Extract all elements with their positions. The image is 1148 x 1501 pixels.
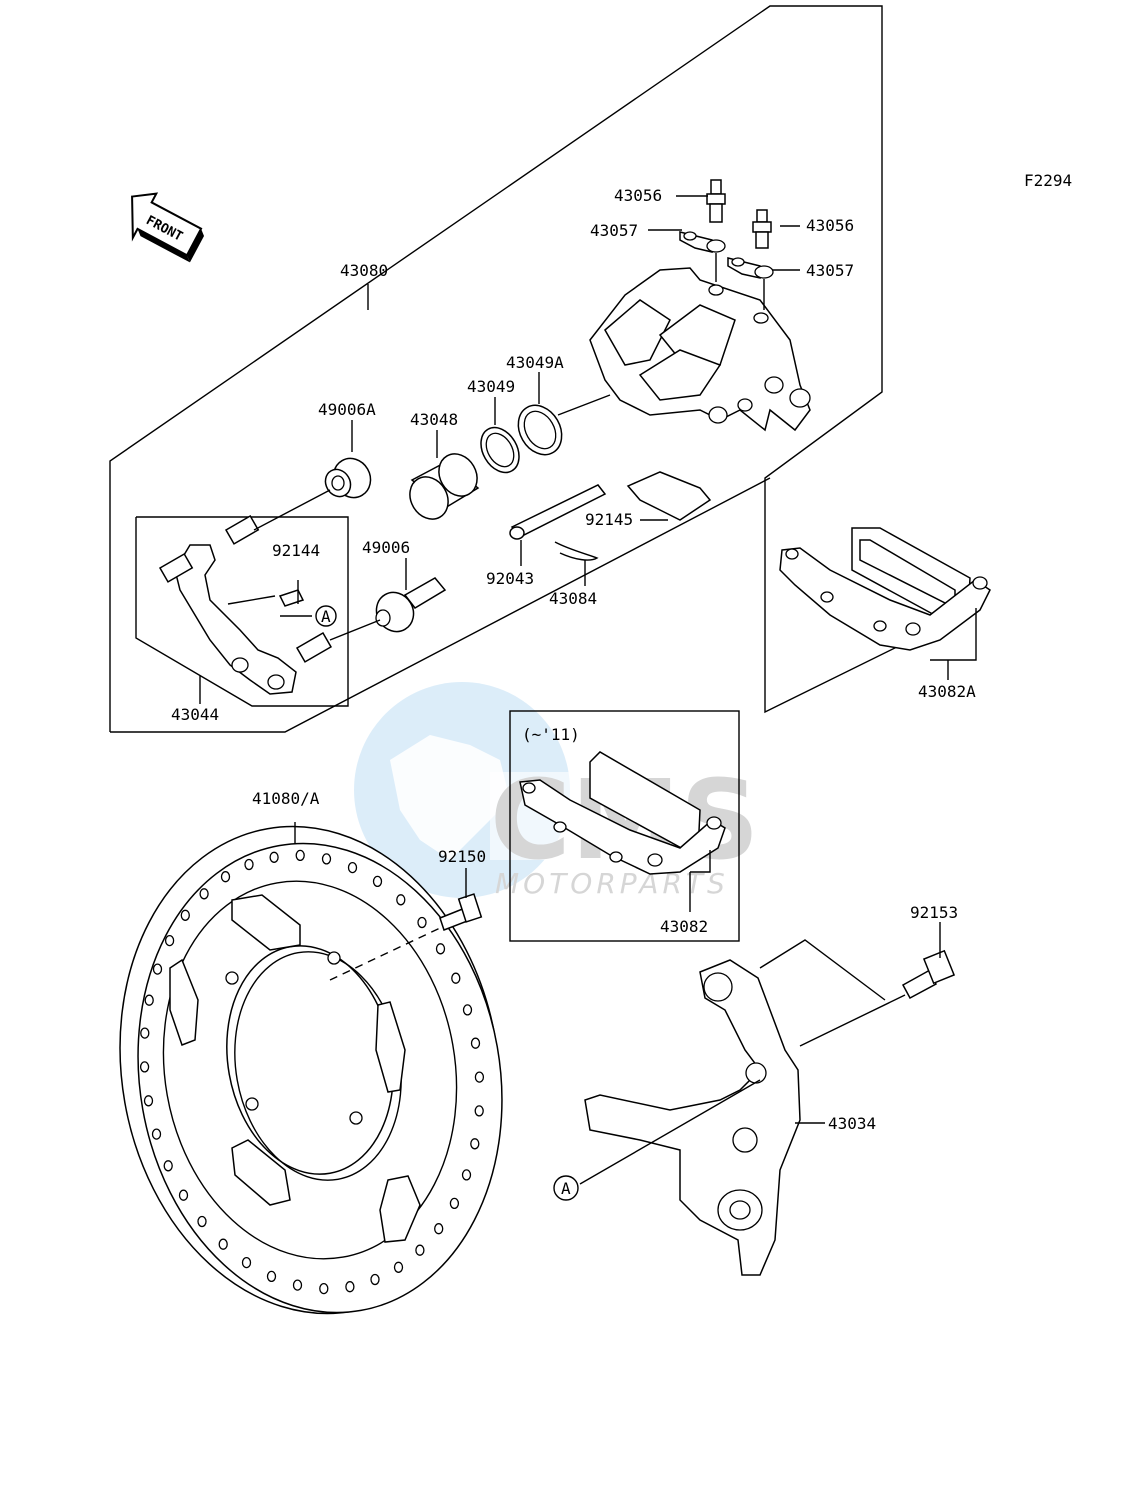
variant-box-title: (~'11) bbox=[522, 725, 580, 744]
disc-hole bbox=[295, 849, 305, 862]
disc-hole bbox=[345, 1281, 355, 1293]
bleeder-cap-right bbox=[727, 257, 774, 279]
label-92150: 92150 bbox=[438, 847, 486, 866]
disc-hole bbox=[139, 1061, 150, 1073]
disc-hole bbox=[164, 934, 175, 947]
disc-hole bbox=[474, 1105, 484, 1117]
disc-hole bbox=[451, 972, 461, 984]
label-43057-left: 43057 bbox=[590, 221, 638, 240]
disc-hole bbox=[140, 1027, 150, 1039]
disc-hole bbox=[266, 1270, 277, 1283]
label-92145: 92145 bbox=[585, 510, 633, 529]
caliper-assembly-boundary bbox=[109, 5, 977, 732]
disc-hole bbox=[241, 1256, 252, 1269]
disc-hole bbox=[244, 858, 254, 871]
disc-hole bbox=[220, 871, 231, 883]
disc-hole bbox=[370, 1273, 380, 1286]
pad-retainer-clip bbox=[278, 589, 305, 607]
label-43056-left: 43056 bbox=[614, 186, 662, 205]
disc-hole bbox=[269, 851, 279, 863]
label-43049: 43049 bbox=[467, 377, 515, 396]
boot-lower bbox=[375, 577, 447, 633]
figure-code: F2294 bbox=[1024, 171, 1072, 190]
label-43082: 43082 bbox=[660, 917, 708, 936]
label-41080-A: 41080/A bbox=[252, 789, 320, 808]
label-92043: 92043 bbox=[486, 569, 534, 588]
disc-hole bbox=[180, 909, 190, 921]
disc-hole bbox=[199, 888, 209, 900]
label-49006: 49006 bbox=[362, 538, 410, 557]
label-43057-right: 43057 bbox=[806, 261, 854, 280]
disc-hole bbox=[415, 1244, 425, 1256]
disc-hole bbox=[143, 1095, 154, 1107]
disc-hole bbox=[435, 943, 446, 955]
callout-a-lower bbox=[553, 1175, 579, 1201]
label-43080: 43080 bbox=[340, 261, 388, 280]
disc-hole bbox=[144, 994, 154, 1006]
label-92153: 92153 bbox=[910, 903, 958, 922]
disc-hole bbox=[470, 1037, 481, 1049]
label-49006A: 49006A bbox=[318, 400, 376, 419]
disc-hole bbox=[163, 1160, 173, 1172]
watermark-globe bbox=[354, 682, 570, 898]
pin-clip bbox=[554, 541, 599, 561]
piston bbox=[409, 453, 480, 520]
disc-hole bbox=[417, 916, 427, 929]
label-43044: 43044 bbox=[171, 705, 219, 724]
disc-hole bbox=[434, 1223, 444, 1235]
disc-hole bbox=[449, 1197, 460, 1210]
disc-hole bbox=[197, 1215, 207, 1228]
disc-hole bbox=[178, 1189, 189, 1201]
brake-pads-variant bbox=[519, 751, 726, 875]
label-43082A: 43082A bbox=[918, 682, 976, 701]
watermark: CMS MOTORPARTS bbox=[354, 682, 780, 900]
disc-bolt bbox=[439, 893, 483, 931]
label-43034: 43034 bbox=[828, 1114, 876, 1133]
disc-hole bbox=[319, 1282, 329, 1295]
bleeder-screw-right bbox=[752, 209, 772, 249]
boot-upper bbox=[324, 457, 372, 499]
brake-pads-a bbox=[779, 527, 991, 651]
mount-bolt bbox=[901, 949, 956, 1000]
disc-hole bbox=[292, 1279, 303, 1291]
caliper-mount-bracket bbox=[584, 959, 801, 1276]
bleeder-cap-left bbox=[679, 231, 726, 253]
disc-hole bbox=[218, 1238, 228, 1250]
label-43048: 43048 bbox=[410, 410, 458, 429]
disc-hole bbox=[321, 853, 332, 865]
watermark-subtitle: MOTORPARTS bbox=[495, 867, 729, 900]
slide-pin bbox=[509, 484, 607, 540]
label-92144: 92144 bbox=[272, 541, 320, 560]
disc-vent-holes bbox=[139, 849, 485, 1295]
disc-hole bbox=[396, 894, 406, 906]
disc-hole bbox=[462, 1004, 473, 1016]
disc-hole bbox=[474, 1071, 485, 1083]
disc-hole bbox=[470, 1138, 480, 1150]
disc-hole bbox=[151, 1128, 162, 1140]
bleeder-screw-left bbox=[706, 179, 726, 223]
label-43084: 43084 bbox=[549, 589, 597, 608]
caliper-body bbox=[589, 267, 811, 432]
disc-hole bbox=[372, 875, 383, 888]
callout-a-upper bbox=[315, 605, 337, 627]
disc-hole bbox=[152, 963, 163, 975]
label-43049A: 43049A bbox=[506, 353, 564, 372]
label-43056-right: 43056 bbox=[806, 216, 854, 235]
svg-text:A: A bbox=[561, 1179, 571, 1198]
svg-text:A: A bbox=[321, 607, 331, 626]
front-arrow-icon: FRONT bbox=[131, 192, 205, 263]
pad-spring bbox=[626, 471, 712, 521]
variant-pad-box bbox=[509, 710, 740, 942]
caliper-bracket bbox=[158, 514, 333, 695]
disc-hole bbox=[347, 861, 358, 874]
disc-hole bbox=[393, 1261, 404, 1273]
disc-hole bbox=[461, 1169, 472, 1181]
brake-disc bbox=[119, 825, 503, 1315]
